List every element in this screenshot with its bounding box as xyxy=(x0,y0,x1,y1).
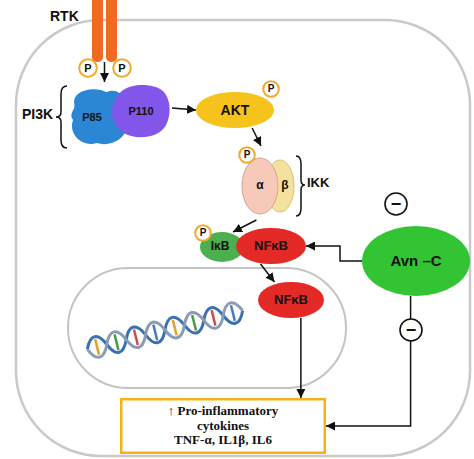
output-box: ↑ Pro-inflammatory cytokinesTNF-α, IL1β,… xyxy=(120,398,326,454)
dna-rung xyxy=(134,329,138,345)
phosphate-ring xyxy=(113,59,131,77)
phosphate-ring xyxy=(195,225,211,241)
node-label: − xyxy=(406,320,417,341)
node-label: PI3K xyxy=(22,106,53,122)
dna-rung xyxy=(153,325,157,341)
dna-rung xyxy=(212,310,216,326)
inhibition-symbol: − xyxy=(384,192,408,216)
node-label: P xyxy=(200,227,207,239)
dna-rung xyxy=(173,320,177,336)
pathway-arrow xyxy=(261,264,275,282)
pathway-arrow xyxy=(326,296,411,426)
node-label: Avn –C xyxy=(390,252,441,269)
dna-strand xyxy=(85,300,245,359)
node-label: P110 xyxy=(128,105,153,118)
pathway-arrow xyxy=(252,128,261,146)
inhibition-ring xyxy=(400,319,422,341)
ellipse-fill xyxy=(242,158,278,214)
pathway-arrow xyxy=(306,246,362,261)
curly-brace xyxy=(296,156,305,216)
protein-ellipse: AKT xyxy=(196,92,274,128)
dna-helix xyxy=(85,300,245,359)
node-label: NFκB xyxy=(254,239,288,254)
node-label: P xyxy=(244,149,251,161)
phosphate-ring xyxy=(79,59,97,77)
node-label: − xyxy=(391,194,402,215)
phosphate-ring xyxy=(263,81,279,97)
receptor-chain xyxy=(106,0,117,62)
node-label: TNF-α, IL1β, IL6 xyxy=(174,433,272,448)
subunit-blob: P110 xyxy=(110,82,172,140)
ellipse-fill xyxy=(236,228,306,264)
node-label: IκB xyxy=(211,240,234,254)
ellipse-fill xyxy=(362,226,470,296)
phosphate-circle: P xyxy=(78,58,98,78)
phosphate-circle: P xyxy=(112,58,132,78)
phosphate-circle: P xyxy=(262,80,280,98)
node-label: AKT xyxy=(221,102,250,118)
kinase-complex: PI3KP85P110 xyxy=(22,82,174,148)
inhibition-symbol: − xyxy=(399,318,423,342)
receptor-chain xyxy=(92,0,103,62)
ellipse-fill xyxy=(266,160,294,212)
node-label: P xyxy=(268,83,275,95)
node-label: ↑ Pro-inflammatory cytokines xyxy=(148,404,298,434)
pathway-arrow xyxy=(172,108,196,110)
compound-ellipse: Avn –C xyxy=(362,226,470,296)
dna-rung xyxy=(115,334,119,350)
phosphate-circle: P xyxy=(194,224,212,242)
phosphate-circle: P xyxy=(238,146,256,164)
phosphate-ring xyxy=(239,147,255,163)
curly-brace xyxy=(56,86,67,148)
protein-ellipse: NFκB xyxy=(258,282,324,318)
nucleus-outline xyxy=(68,268,346,388)
box-outline xyxy=(121,399,325,453)
pathway-arrow xyxy=(300,318,302,398)
node-label: α xyxy=(256,179,263,193)
blob-fill xyxy=(112,85,170,137)
subunit-ellipse: α xyxy=(242,158,278,214)
node-label: P xyxy=(118,62,125,75)
node-label: NFκB xyxy=(274,293,308,308)
pathway-arrow xyxy=(104,62,106,82)
ellipse-fill xyxy=(196,92,274,128)
pathway-arrow xyxy=(233,220,256,232)
inhibition-ring xyxy=(385,193,407,215)
ellipse-fill xyxy=(258,282,324,318)
dna-strand xyxy=(85,300,245,359)
node-label: RTK xyxy=(50,8,79,24)
node-label: P xyxy=(84,62,91,75)
node-label: IKK xyxy=(307,176,329,191)
dna-rung xyxy=(231,305,235,321)
protein-ellipse: NFκB xyxy=(236,228,306,264)
kinase-complex: IKKαβP xyxy=(238,146,330,220)
dna-rung xyxy=(95,339,99,355)
receptor: RTK xyxy=(48,0,124,62)
cell-membrane xyxy=(16,20,470,456)
dna-rung xyxy=(192,315,196,331)
